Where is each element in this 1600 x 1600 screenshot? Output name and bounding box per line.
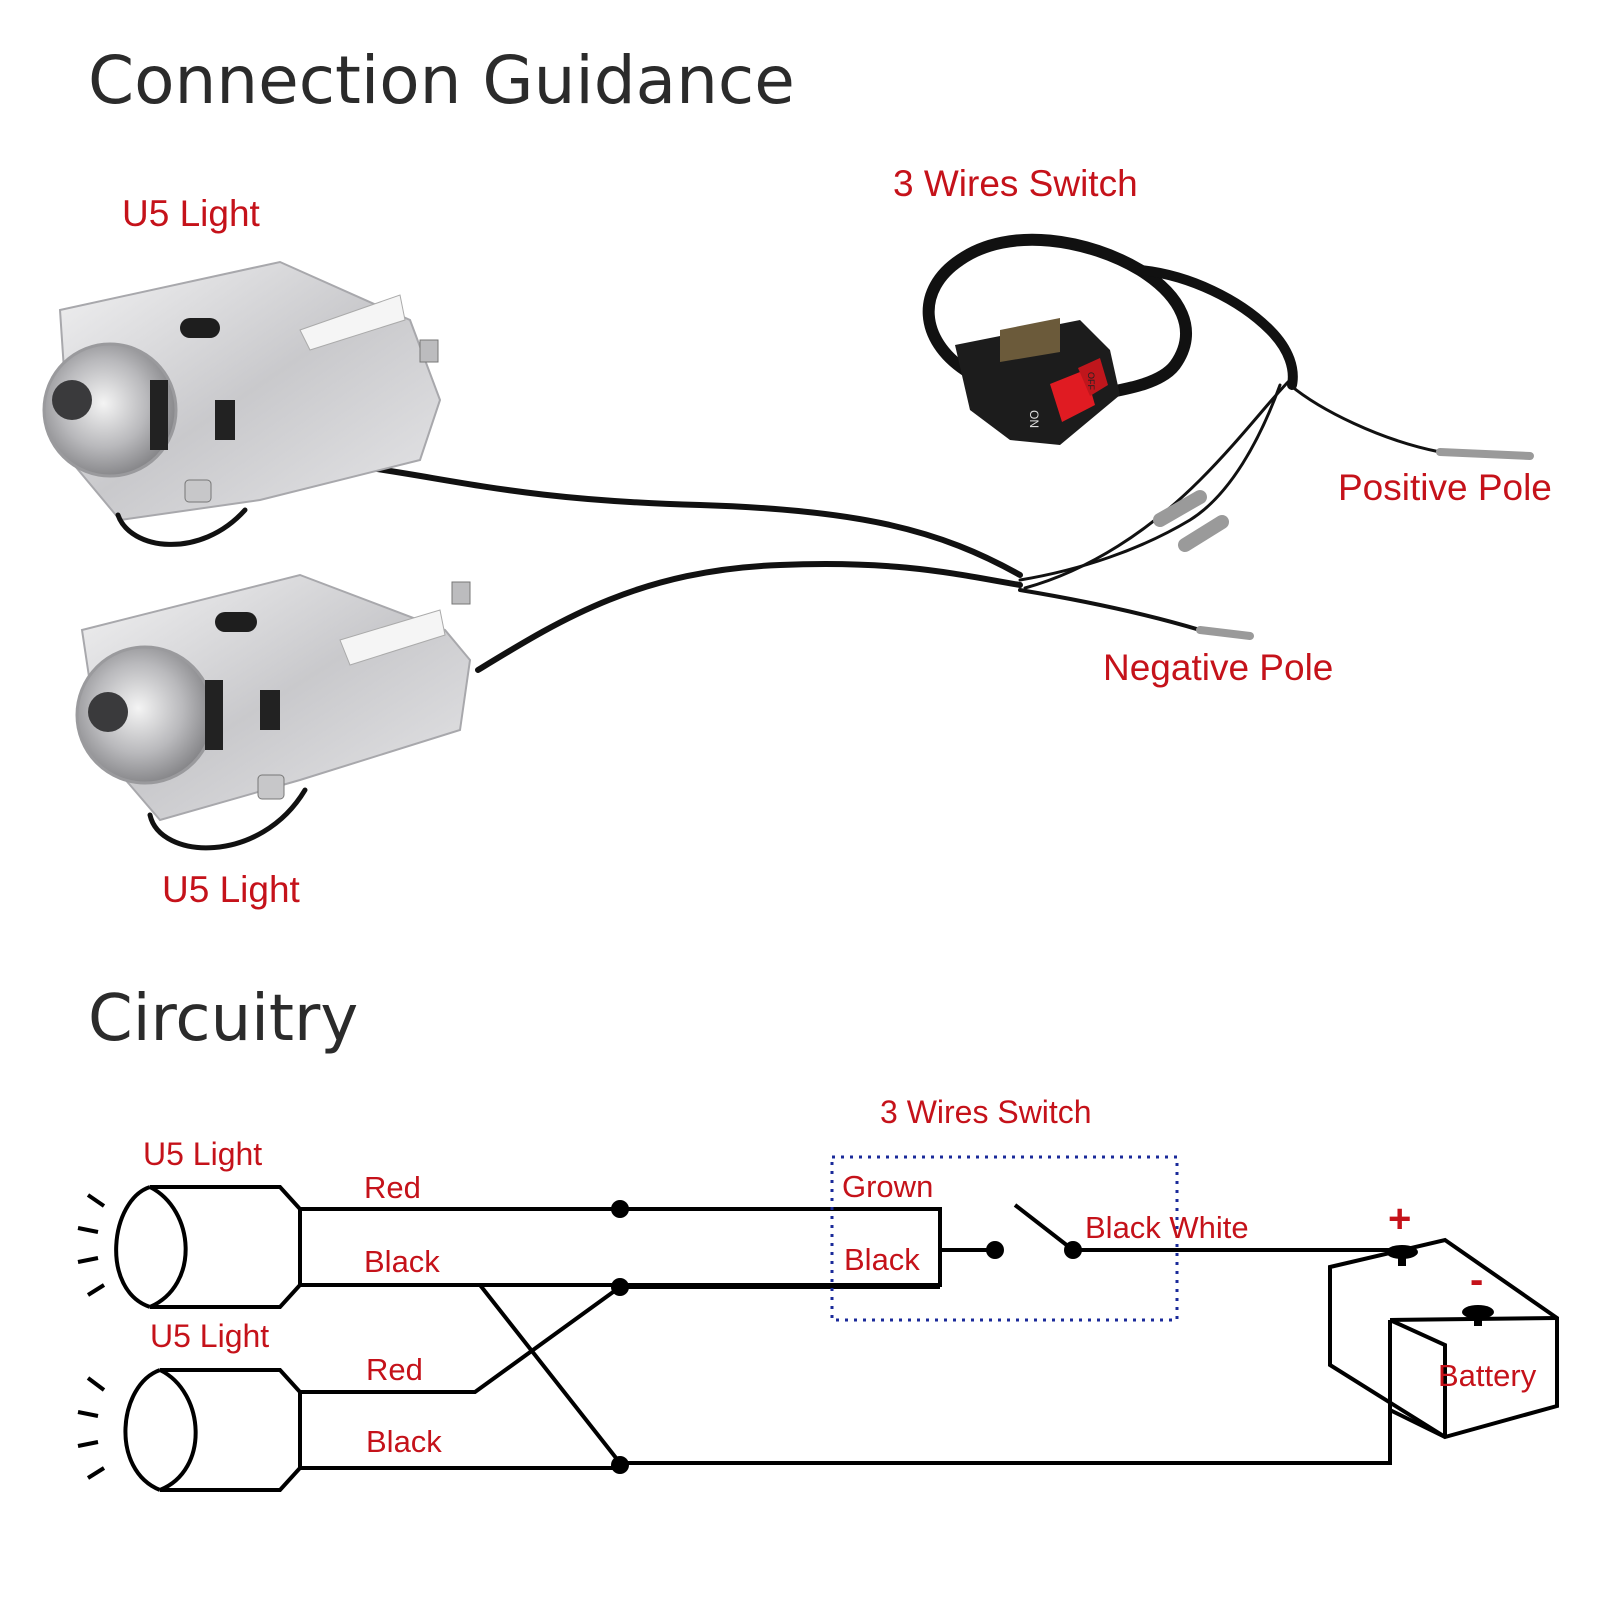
switch-red-button-on (1050, 370, 1095, 422)
junction-dot (611, 1456, 629, 1474)
u5-light-icon (42, 260, 442, 547)
heat-shrink-2 (1178, 515, 1229, 552)
schem-label-u5-light-bottom: U5 Light (150, 1318, 269, 1354)
schem-label-red-top: Red (364, 1170, 421, 1205)
schem-label-plus: + (1388, 1197, 1411, 1241)
black-lead-negative (1018, 588, 1202, 632)
label-3-wires-switch: 3 Wires Switch (893, 163, 1138, 204)
heading-circuitry: Circuitry (88, 982, 358, 1056)
schem-label-grown: Grown (842, 1169, 933, 1204)
red-lead (1018, 383, 1282, 582)
lamp-symbol-icon (77, 1368, 302, 1492)
junction-dot (611, 1200, 629, 1218)
schem-label-u5-light-top: U5 Light (143, 1136, 262, 1172)
wire-black-top (300, 1283, 1392, 1465)
heat-shrink-1 (1153, 490, 1207, 527)
label-u5-light-top: U5 Light (122, 193, 261, 234)
junction-dot (611, 1278, 629, 1296)
switch-cord-loop (922, 233, 1192, 401)
positive-pole-tip (1436, 448, 1534, 460)
lamp-symbol-icon (77, 1185, 302, 1309)
schem-label-black-white: Black White (1085, 1210, 1249, 1245)
battery-icon (1328, 1237, 1559, 1440)
u5-top-lens (42, 342, 178, 478)
u5-light-icon (75, 573, 472, 851)
light-cables (347, 462, 1023, 673)
junction-dots (611, 1200, 1082, 1474)
wire-switch-lever (1013, 1203, 1075, 1252)
label-positive-pole: Positive Pole (1338, 467, 1552, 508)
schem-label-battery: Battery (1438, 1358, 1537, 1393)
switch-contact-dot (986, 1241, 1004, 1259)
cable-bottom-light (475, 561, 1023, 673)
switch-cord-tail (1135, 265, 1298, 390)
switch-cord (922, 233, 1298, 401)
wire-red-bottom (300, 1285, 940, 1394)
label-negative-pole: Negative Pole (1103, 647, 1333, 688)
cable-top-light (347, 462, 1023, 578)
switch-on-text: ON (1027, 410, 1041, 428)
switch-leads (1018, 378, 1534, 640)
white-lead-positive (1288, 383, 1442, 454)
schem-label-3-wires-switch: 3 Wires Switch (880, 1094, 1092, 1130)
schem-label-switch-black: Black (844, 1242, 920, 1277)
schem-label-black-bottom: Black (366, 1424, 442, 1459)
switch-icon: ON OFF (955, 318, 1120, 445)
schem-label-minus: - (1470, 1258, 1483, 1302)
switch-red-button-off (1078, 358, 1108, 396)
switch-contact-dot (1064, 1241, 1082, 1259)
negative-pole-tip (1196, 626, 1254, 640)
switch-box-outline (830, 1155, 1179, 1322)
switch-off-text: OFF (1086, 372, 1096, 390)
brown-lead (1023, 378, 1292, 590)
label-u5-light-bottom: U5 Light (162, 869, 301, 910)
schem-label-black-top: Black (364, 1244, 440, 1279)
schem-label-red-bottom: Red (366, 1352, 423, 1387)
heading-connection-guidance: Connection Guidance (88, 42, 795, 119)
